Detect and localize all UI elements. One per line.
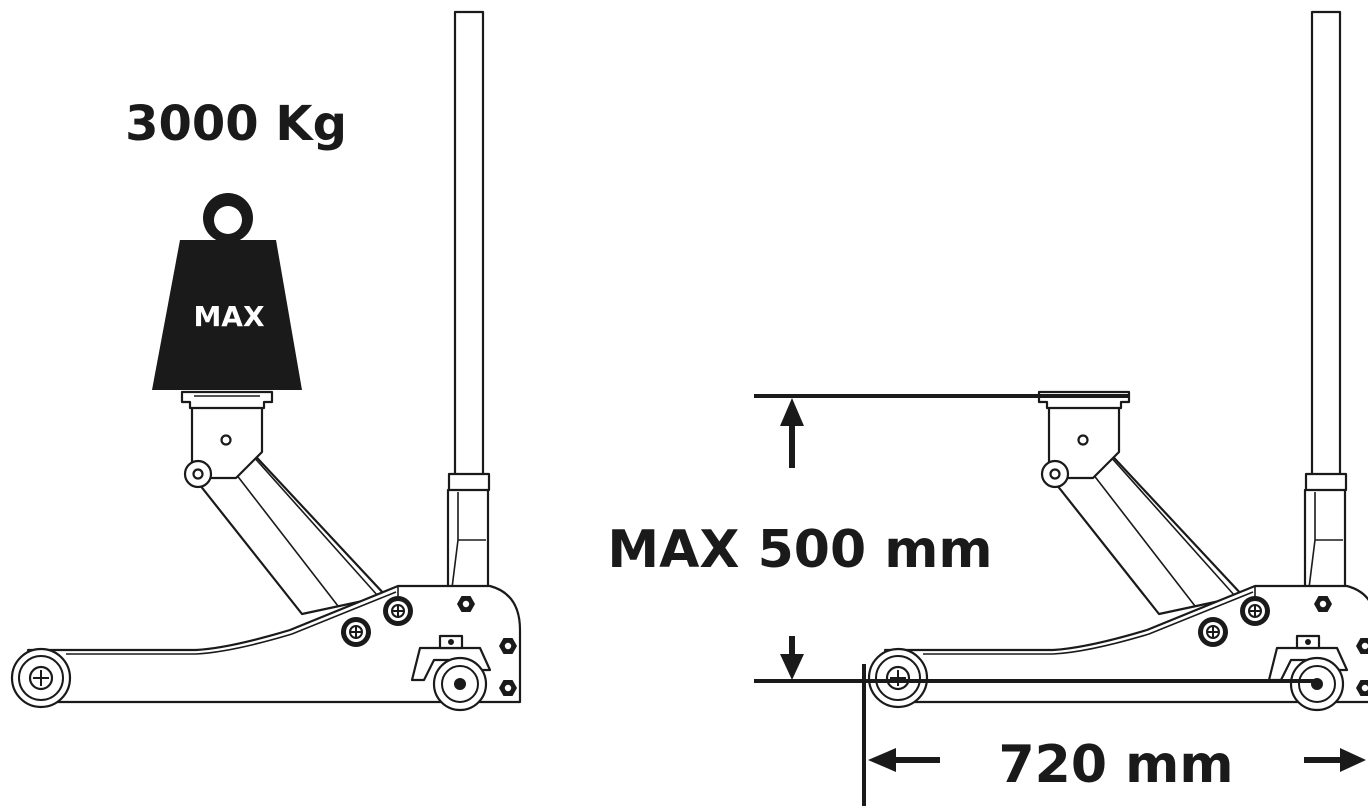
capacity-label: 3000 Kg	[125, 96, 347, 152]
arrow-left-icon	[868, 748, 896, 772]
arrow-down-icon	[780, 654, 804, 680]
weight-icon: MAX	[152, 193, 302, 390]
arrow-right-icon	[1340, 748, 1366, 772]
jack-dimensioned	[869, 12, 1368, 710]
height-dimension	[754, 394, 1320, 683]
max-height-label: MAX 500 mm	[607, 520, 992, 580]
arrow-up-icon	[780, 398, 804, 426]
weight-max-label: MAX	[193, 300, 265, 333]
length-dimension	[862, 664, 1366, 806]
length-label: 720 mm	[998, 735, 1233, 795]
